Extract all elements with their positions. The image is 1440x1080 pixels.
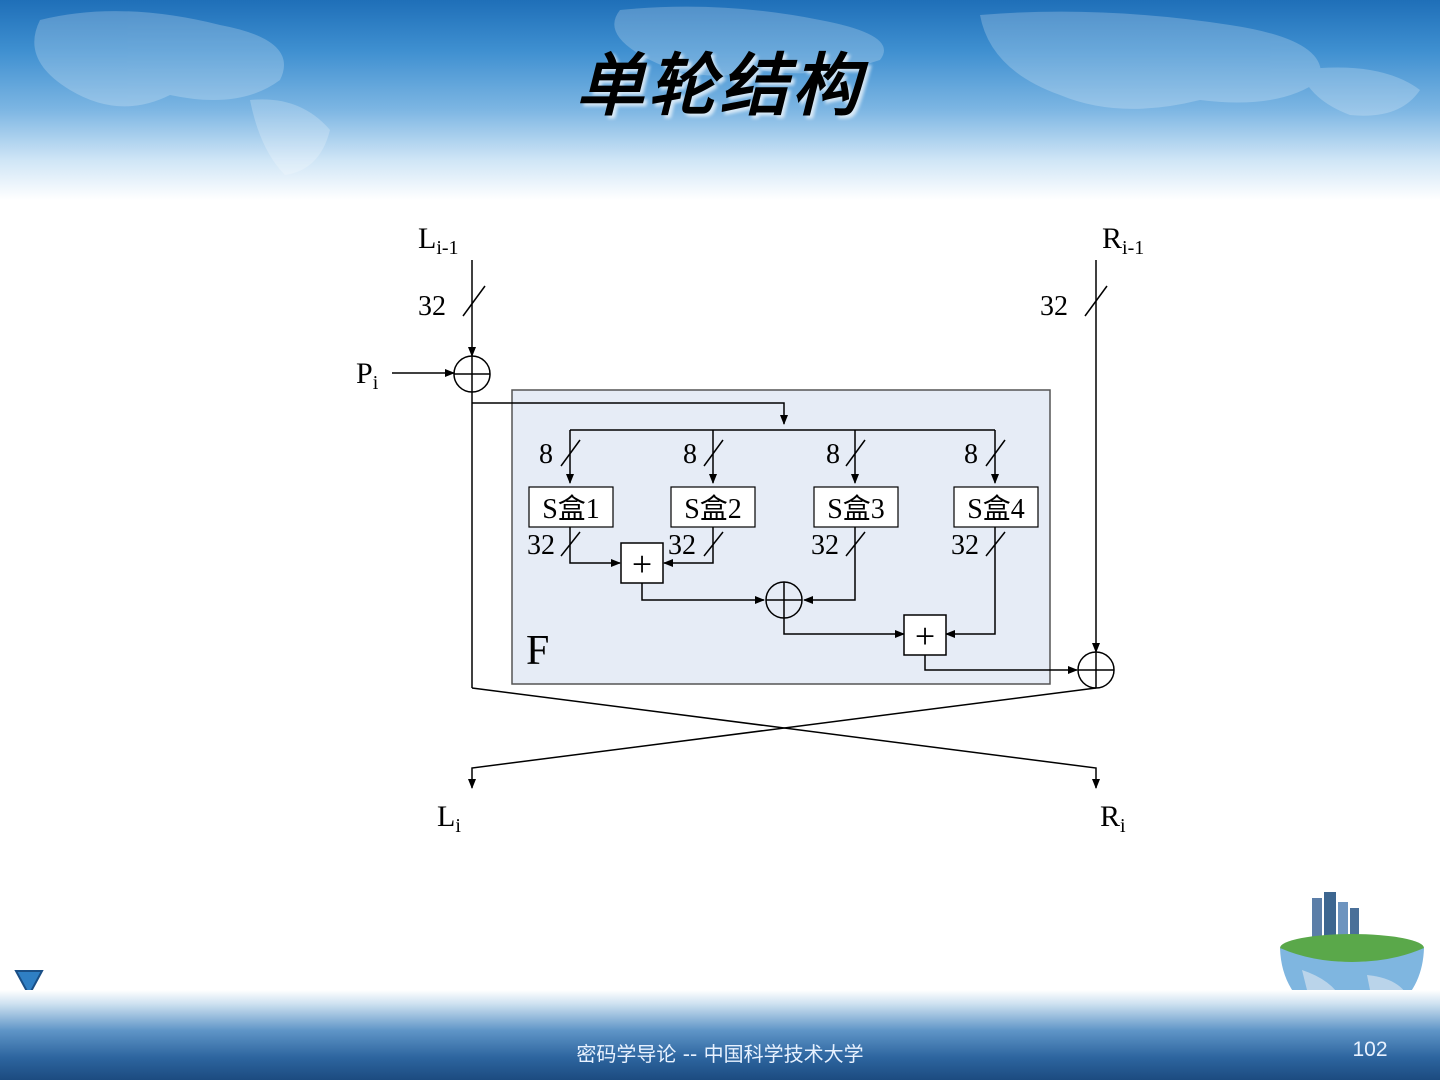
- add-box-2: +: [903, 614, 947, 656]
- sbox-3-input-width: 8: [826, 439, 840, 470]
- sbox-4-output-width: 32: [951, 530, 979, 561]
- f-function-box: [511, 389, 1051, 685]
- sbox-4: S盒4: [953, 486, 1039, 528]
- f-label: F: [526, 628, 549, 674]
- add-box-1: +: [620, 542, 664, 584]
- sbox-3-output-width: 32: [811, 530, 839, 561]
- sbox-1-output-width: 32: [527, 530, 555, 561]
- svg-text:+: +: [632, 544, 652, 584]
- footer-course-title: 密码学导论 -- 中国科学技术大学: [576, 1042, 864, 1066]
- svg-text:+: +: [915, 616, 935, 656]
- label-r-out: Ri: [1100, 800, 1126, 837]
- label-l-prev: Li-1: [418, 222, 459, 259]
- world-map-decoration: [34, 6, 1420, 175]
- svg-text:S盒1: S盒1: [542, 493, 600, 525]
- sbox-2-input-width: 8: [683, 439, 697, 470]
- sbox-1-input-width: 8: [539, 439, 553, 470]
- sbox-1: S盒1: [528, 486, 614, 528]
- slide-title: 单轮结构: [575, 46, 864, 126]
- svg-text:S盒3: S盒3: [827, 493, 885, 525]
- page-number: 102: [1352, 1038, 1388, 1061]
- label-r-prev: Ri-1: [1102, 222, 1144, 259]
- svg-text:S盒2: S盒2: [684, 493, 742, 525]
- label-p: Pi: [356, 357, 379, 394]
- slide-footer: [0, 990, 1440, 1080]
- sbox-3: S盒3: [813, 486, 899, 528]
- sbox-2: S盒2: [670, 486, 756, 528]
- slide-header: 单轮结构: [0, 0, 1440, 200]
- svg-text:S盒4: S盒4: [967, 493, 1025, 525]
- right-input-width: 32: [1040, 291, 1068, 322]
- sbox-4-input-width: 8: [964, 439, 978, 470]
- sbox-2-output-width: 32: [668, 530, 696, 561]
- label-l-out: Li: [437, 800, 461, 837]
- left-input-width: 32: [418, 291, 446, 322]
- triangle-down-icon[interactable]: [14, 968, 44, 998]
